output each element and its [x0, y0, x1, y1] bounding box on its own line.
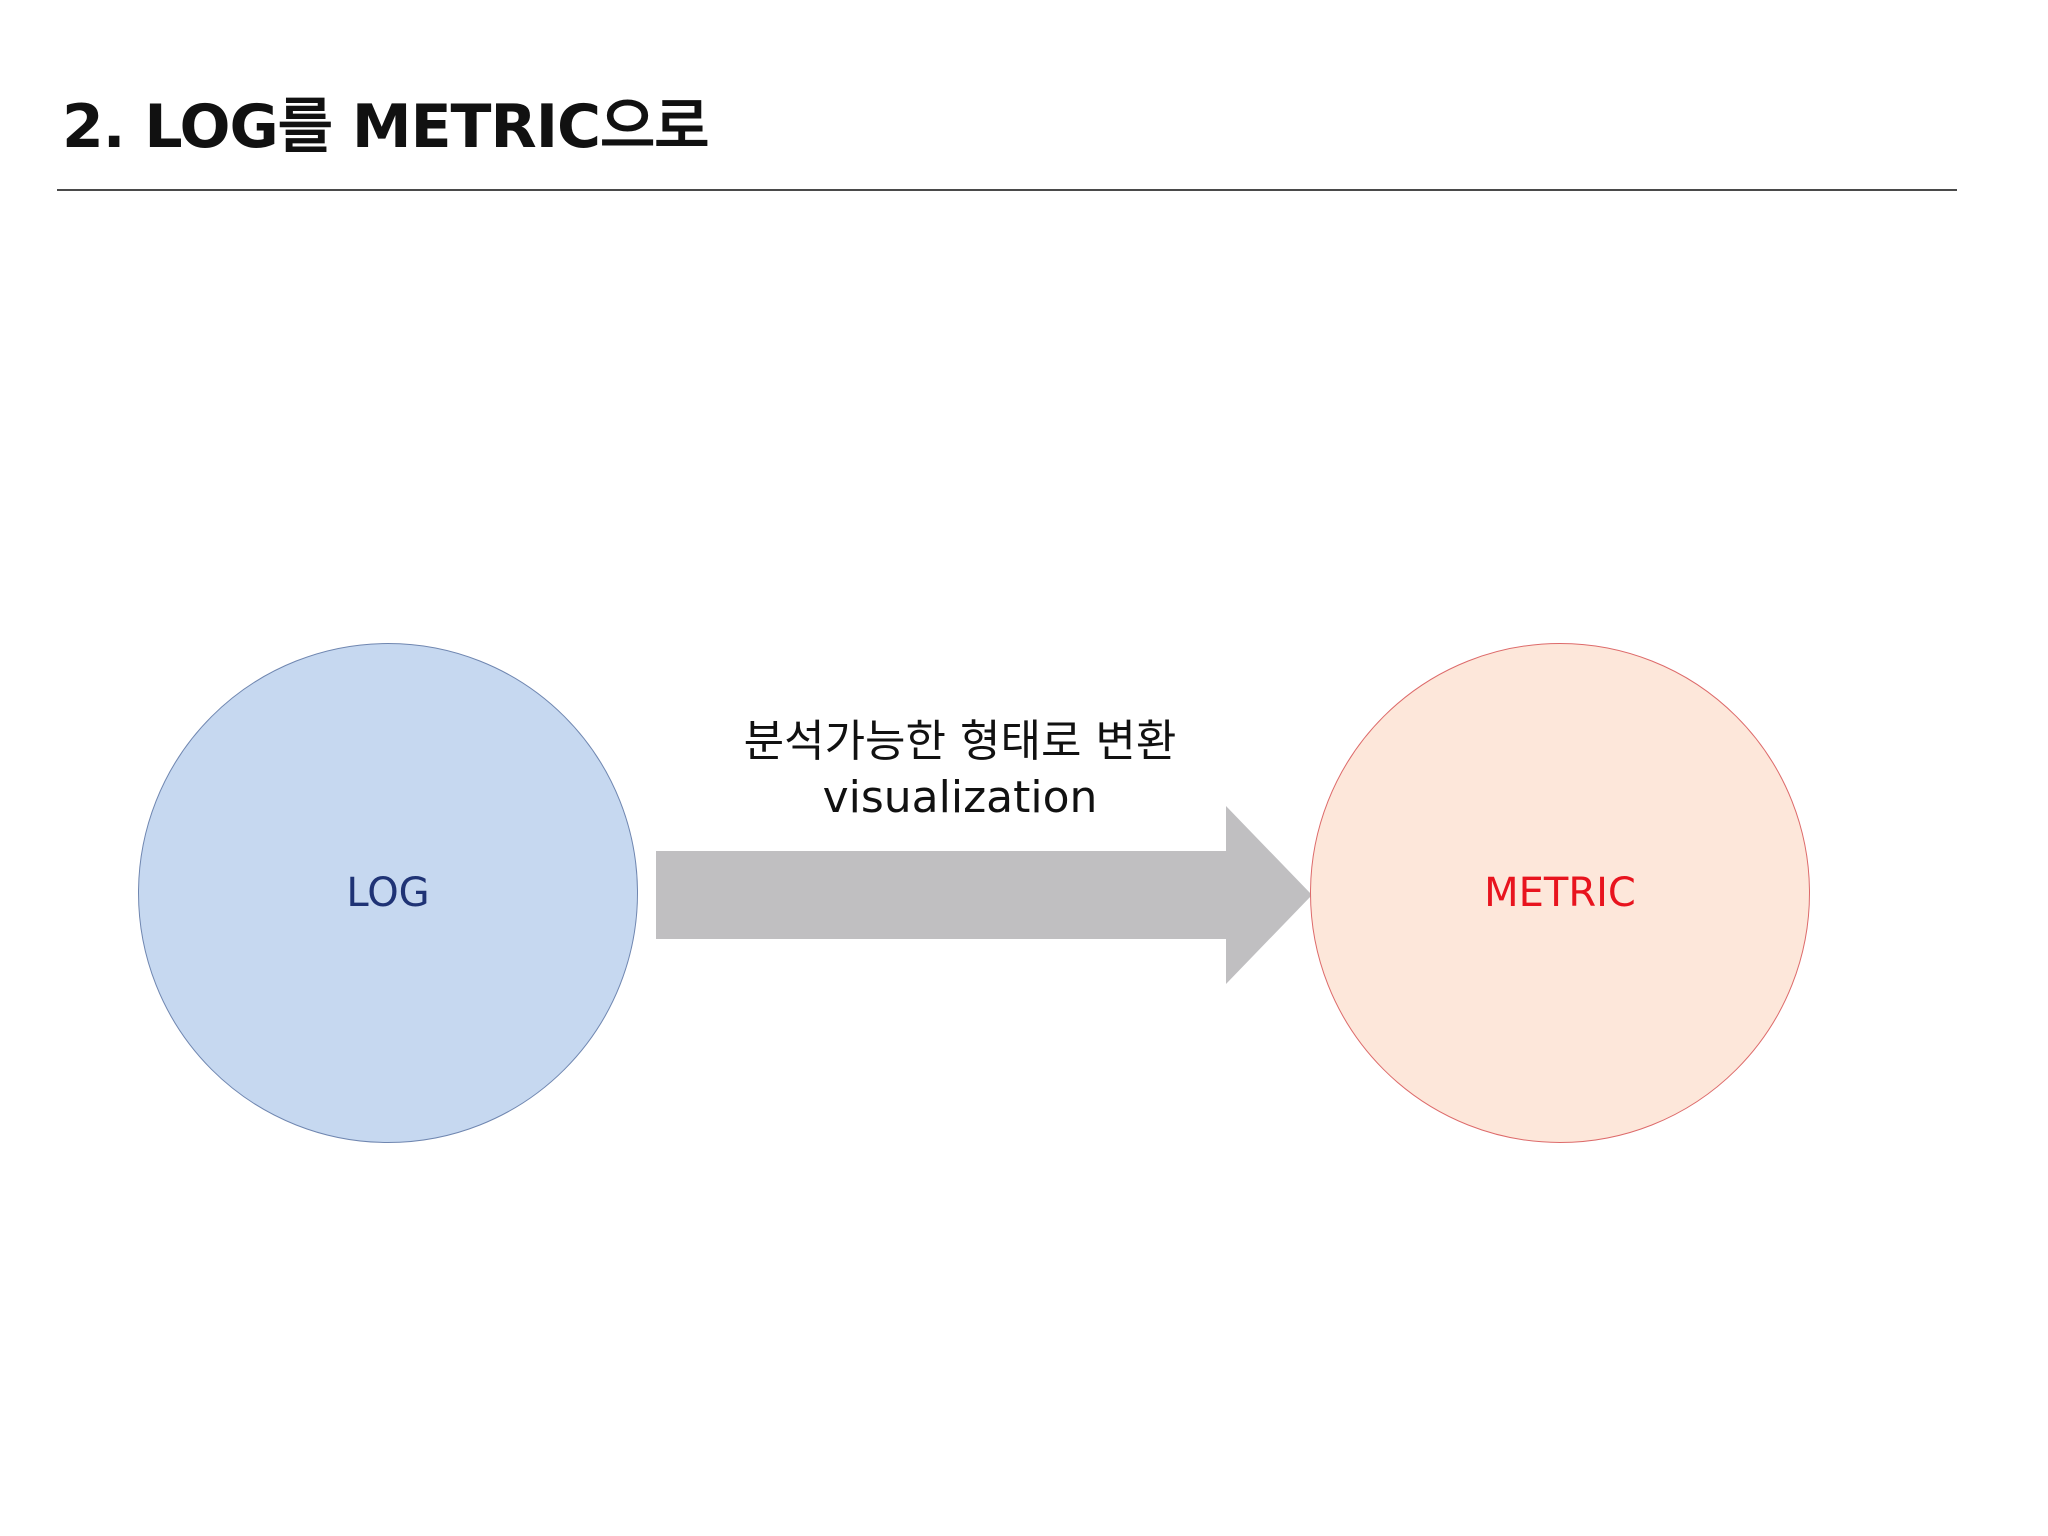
arrow-caption: 분석가능한 형태로 변환 visualization: [660, 714, 1260, 826]
arrow-shape: [656, 806, 1312, 984]
arrow-caption-korean: 분석가능한 형태로 변환: [743, 716, 1177, 767]
slide-title: 2. LOG를 METRIC으로: [62, 92, 709, 162]
title-divider: [57, 189, 1957, 191]
metric-circle: METRIC: [1310, 643, 1810, 1143]
transform-arrow: [656, 806, 1312, 984]
metric-label: METRIC: [1484, 870, 1636, 916]
arrow-caption-english: visualization: [822, 772, 1098, 823]
log-label: LOG: [346, 870, 430, 916]
log-circle: LOG: [138, 643, 638, 1143]
